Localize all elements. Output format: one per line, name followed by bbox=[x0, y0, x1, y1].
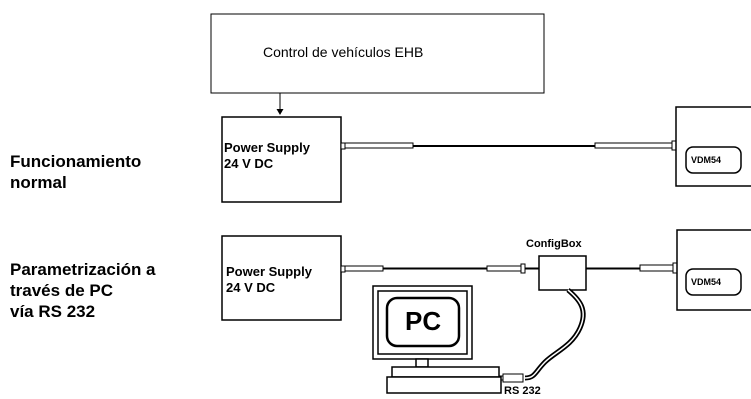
power-supply-box-normal bbox=[221, 116, 342, 203]
connector-pc-left-stub bbox=[340, 265, 346, 273]
row-normal-label-line1: Funcionamiento bbox=[10, 152, 142, 171]
connector-configbox-in-stub bbox=[520, 263, 526, 274]
pc-computer-icon bbox=[372, 285, 502, 394]
connector-normal-left bbox=[344, 142, 414, 149]
vdm-display-pc bbox=[685, 268, 742, 296]
vdm-display-normal bbox=[685, 146, 742, 174]
pc-base bbox=[391, 366, 500, 378]
configbox-label: ConfigBox bbox=[526, 238, 582, 250]
row-normal-label-line2: normal bbox=[10, 173, 67, 192]
row-pc-label-line3: vía RS 232 bbox=[10, 302, 96, 321]
control-box bbox=[210, 13, 545, 94]
connector-normal-right bbox=[594, 142, 673, 149]
power-supply-pc-line1: Power Supply bbox=[226, 264, 312, 279]
connector-pc-right bbox=[639, 264, 674, 272]
row-pc-label-line2: través de PC bbox=[10, 281, 113, 300]
rs232-cable-inner bbox=[524, 289, 584, 379]
pc-screen-label: PC bbox=[405, 306, 442, 336]
rs232-connector bbox=[502, 373, 524, 383]
connector-pc-left bbox=[344, 265, 384, 272]
vdm-label-pc: VDM54 bbox=[691, 277, 722, 287]
rs232-cable bbox=[524, 288, 586, 381]
pc-stand bbox=[415, 358, 429, 368]
row-pc-label-line1: Parametrización a bbox=[10, 260, 156, 279]
control-box-label: Control de vehículos EHB bbox=[263, 44, 424, 60]
connector-normal-left-stub bbox=[340, 142, 346, 150]
pc-keyboard bbox=[386, 376, 502, 394]
control-arrow-head bbox=[276, 109, 284, 115]
vdm-label-normal: VDM54 bbox=[691, 155, 722, 165]
power-supply-normal-line2: 24 V DC bbox=[224, 156, 274, 171]
power-supply-box-pc bbox=[221, 235, 342, 321]
configbox bbox=[538, 255, 587, 291]
power-supply-pc-line2: 24 V DC bbox=[226, 280, 276, 295]
pc-screen bbox=[385, 296, 461, 348]
power-supply-normal-line1: Power Supply bbox=[224, 140, 310, 155]
connector-configbox-in bbox=[486, 265, 522, 272]
rs232-label: RS 232 bbox=[504, 385, 541, 397]
